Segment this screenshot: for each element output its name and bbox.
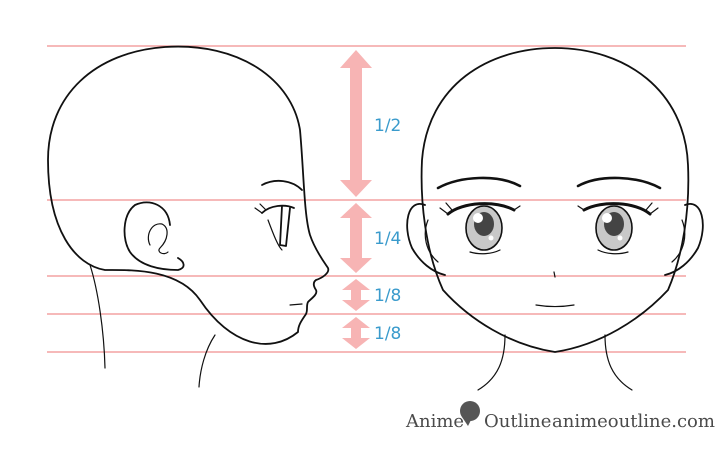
front-eyebrow-left (436, 176, 522, 190)
front-eye-left-highlight (473, 213, 483, 223)
profile-eye-lid (267, 219, 283, 251)
side-profile-head (47, 45, 330, 388)
profile-eye-shape (279, 205, 291, 247)
profile-ear-inner (147, 223, 169, 255)
ratio-label-eighth-1: 1/8 (374, 286, 401, 306)
ratio-label-half: 1/2 (374, 116, 401, 136)
front-eye-left-lash-1 (439, 207, 449, 215)
brand-url: animeoutline.com (552, 411, 715, 432)
front-head (406, 47, 704, 391)
arrow-half (340, 50, 372, 197)
front-eye-right-lowerlid (597, 249, 629, 255)
front-nose (553, 271, 556, 278)
profile-eye-lash-1 (254, 207, 263, 214)
front-mouth (535, 304, 575, 308)
front-ear-left (406, 202, 446, 276)
front-eye-left-lowerlid (469, 249, 501, 255)
front-ear-right (664, 202, 704, 276)
measure-arrows (340, 50, 372, 349)
front-eye-left-lash-2 (445, 202, 453, 211)
front-ear-right-inner (671, 219, 686, 263)
brand-head-icon (460, 401, 480, 426)
front-outline (420, 47, 690, 353)
front-eye-right-upperlid (582, 202, 652, 216)
front-eye-right-lash-2 (645, 202, 653, 211)
brand-text-left: Anime (405, 411, 464, 432)
front-eyebrow-right (576, 176, 662, 190)
front-eye-right-highlight (602, 213, 612, 223)
profile-eye-lash-2 (259, 203, 267, 211)
brand-footer: Anime Outline animeoutline.com (405, 401, 715, 432)
arrow-eighth-2 (342, 317, 370, 349)
ratio-label-eighth-2: 1/8 (374, 324, 401, 344)
brand-text-right: Outline (484, 411, 551, 432)
front-eye-left (439, 202, 521, 255)
front-eye-left-highlight-small (488, 235, 494, 241)
front-neck-right (604, 334, 633, 391)
arrow-quarter (340, 203, 372, 273)
front-neck-left (477, 334, 506, 391)
front-eye-right (577, 202, 659, 255)
profile-eyebrow (261, 179, 303, 191)
front-eye-right-lash-3 (577, 205, 585, 211)
profile-outline (47, 45, 330, 345)
ratio-labels: 1/2 1/4 1/8 1/8 (374, 116, 401, 344)
front-ear-left-inner (424, 219, 439, 263)
front-eye-right-highlight-small (617, 235, 623, 241)
profile-ear (123, 201, 185, 271)
front-eye-left-upperlid (446, 202, 516, 216)
profile-eye-lashes (261, 204, 295, 214)
guide-lines (47, 45, 686, 353)
front-eye-right-lash-1 (649, 207, 659, 215)
arrow-eighth-1 (342, 279, 370, 311)
profile-neck-front (198, 334, 216, 388)
profile-neck-back (89, 264, 106, 369)
profile-mouth (289, 303, 303, 306)
front-eye-left-lash-3 (513, 205, 521, 211)
ratio-label-quarter: 1/4 (374, 229, 401, 249)
